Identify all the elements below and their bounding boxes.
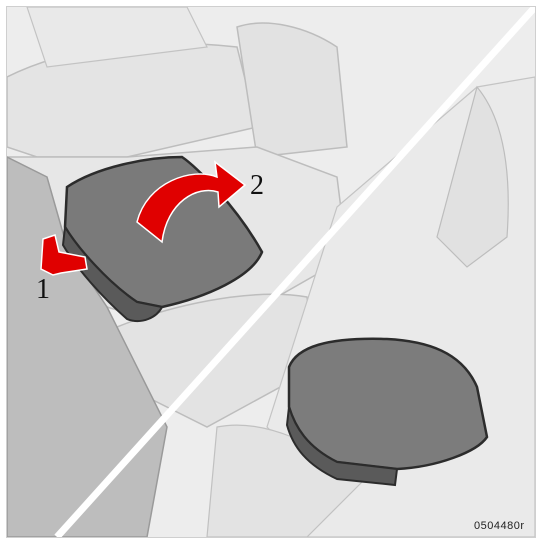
seat-backrest-mid [237,23,347,157]
callout-2: 2 [250,170,264,202]
reference-code: 0504480r [474,520,525,532]
callout-1: 1 [36,274,50,306]
illustration-svg [7,7,535,537]
armrest-illustration [6,6,536,538]
